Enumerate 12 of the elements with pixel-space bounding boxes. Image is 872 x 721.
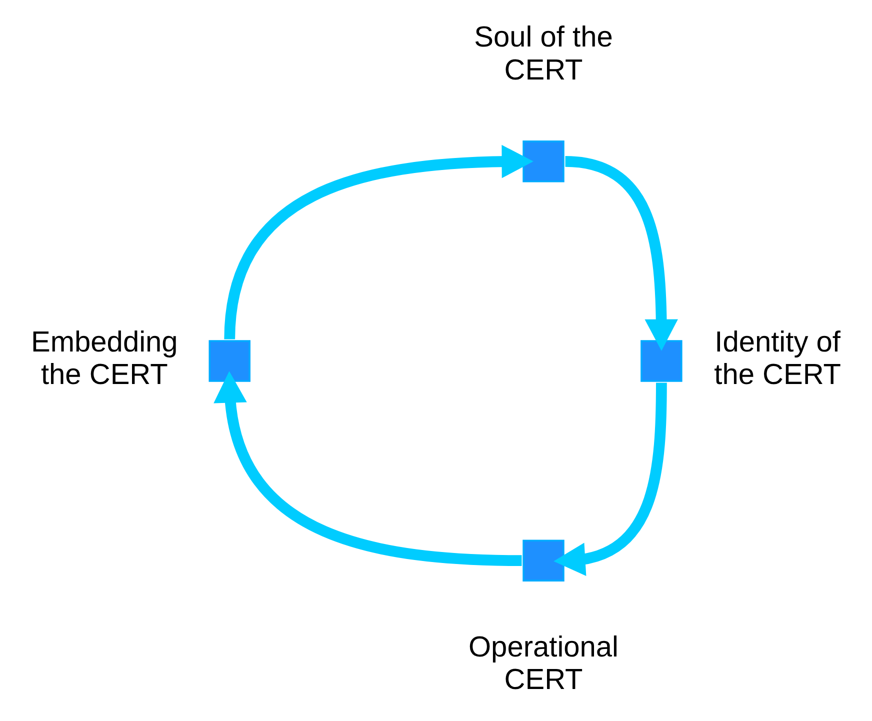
- arrow: [224, 144, 534, 340]
- node-box: [640, 340, 682, 382]
- node-label: Operational CERT: [468, 630, 619, 696]
- arrow: [214, 370, 522, 566]
- arrow: [554, 382, 667, 576]
- arrow: [564, 155, 678, 350]
- node-box: [522, 539, 564, 581]
- node-label: Soul of the CERT: [474, 21, 613, 86]
- node-label: Identity of the CERT: [714, 326, 841, 391]
- node-box: [522, 140, 564, 182]
- node-box: [208, 340, 250, 382]
- node-label: Embedding the CERT: [31, 326, 178, 391]
